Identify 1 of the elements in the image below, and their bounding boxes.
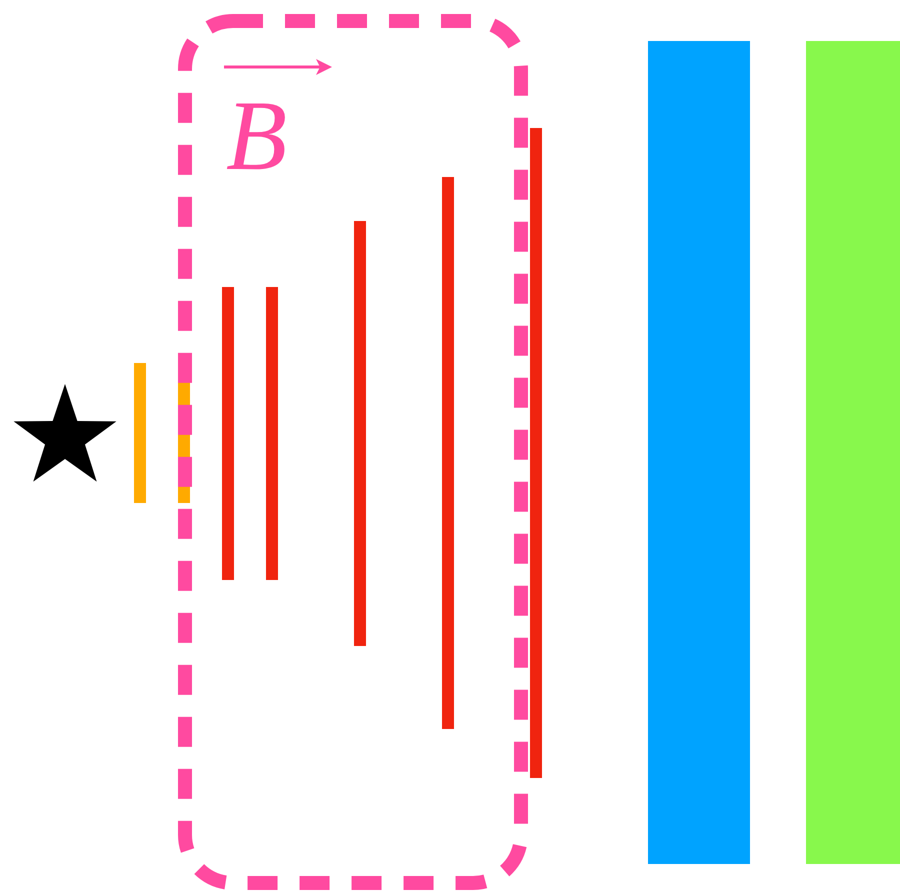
vector-label: B	[226, 86, 288, 186]
